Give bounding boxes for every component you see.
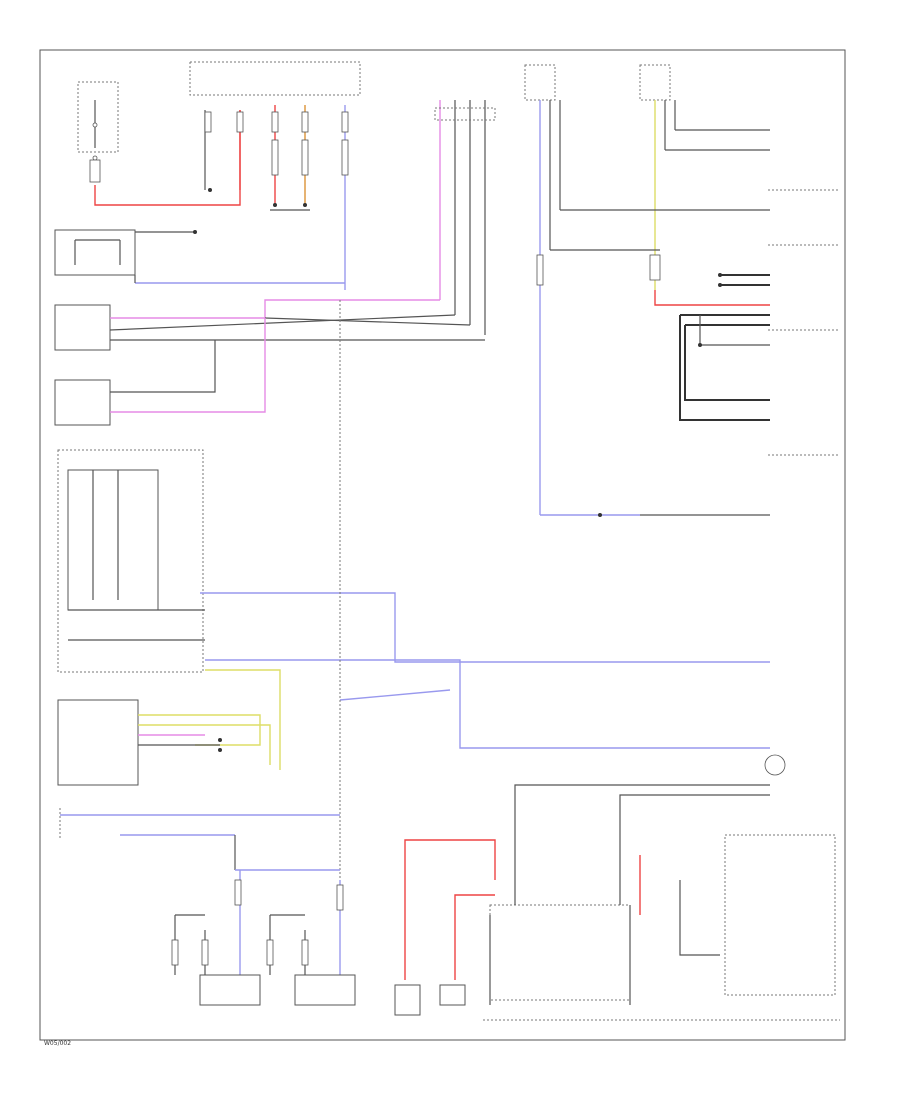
main-module bbox=[57, 449, 205, 673]
emergency-module bbox=[54, 229, 345, 284]
left-front-lamp bbox=[54, 299, 485, 351]
hot-at-all-times-block bbox=[77, 81, 241, 206]
top-middle-connector bbox=[434, 100, 496, 335]
instrument-cluster-lower bbox=[59, 808, 340, 870]
top-right-connectors bbox=[524, 64, 770, 515]
bottom-left-switches bbox=[174, 869, 356, 1006]
right-side-wiring bbox=[679, 189, 840, 456]
diagram-code: W05/002 bbox=[44, 1040, 72, 1047]
diagram-frame bbox=[39, 49, 846, 1041]
blue-bus-lines bbox=[200, 300, 770, 880]
right-front-lamp bbox=[54, 318, 266, 426]
bottom-right-controller bbox=[483, 754, 840, 1021]
bottom-middle-switch bbox=[394, 839, 496, 1016]
aux-module bbox=[57, 669, 281, 786]
diagram-labels bbox=[171, 111, 544, 966]
central-junction-box bbox=[189, 61, 361, 290]
